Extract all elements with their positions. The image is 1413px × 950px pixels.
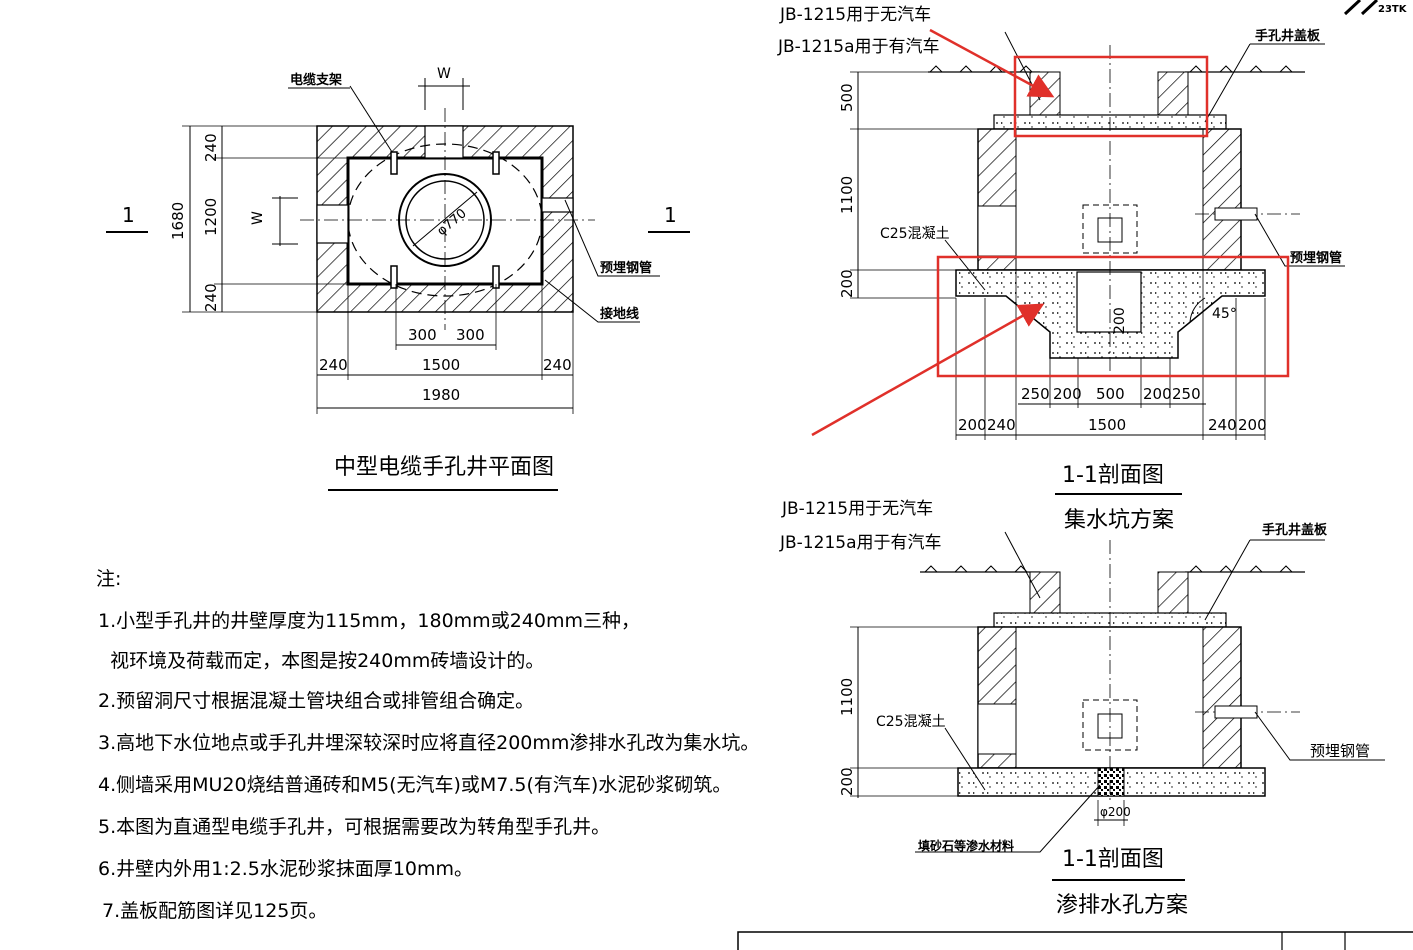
section-b-subtitle: 渗排水孔方案 [1056, 893, 1188, 918]
label-cable-bracket: 电缆支架 [290, 72, 342, 88]
note-item-1: 1.小型手孔井的井壁厚度为115mm，180mm或240mm三种， [98, 610, 640, 632]
dim-500-a: 500 [838, 83, 856, 112]
dim-240-left: 240 [319, 356, 348, 374]
label-steel-pipe: 预埋钢管 [600, 260, 652, 276]
section-a-view [811, 28, 1345, 495]
dim-200-l: 200 [958, 416, 987, 434]
dim-240-top: 240 [202, 133, 220, 162]
red-arrow-top [929, 28, 1055, 98]
plan-title: 中型电缆手孔井平面图 [334, 455, 554, 480]
dim-200-r: 200 [1238, 416, 1267, 434]
dim-1100-a: 1100 [838, 176, 856, 214]
dim-1500-a: 1500 [1088, 416, 1126, 434]
dim-240-bottom: 240 [202, 283, 220, 312]
angle-label: 45° [1212, 306, 1237, 322]
dim-1200: 1200 [202, 198, 220, 236]
note-item-2: 2.预留洞尺寸根据混凝土管块组合或排管组合确定。 [98, 690, 535, 712]
section-a-title: 1-1剖面图 [1062, 463, 1164, 488]
dim-1100-b: 1100 [838, 678, 856, 716]
label-fill: 填砂石等渗水材料 [918, 838, 1014, 853]
label-vehicle-a: JB-1215a用于有汽车 [777, 37, 940, 57]
dim-240-l: 240 [987, 416, 1016, 434]
dim-1980: 1980 [422, 386, 460, 404]
note-item-1b: 视环境及荷载而定，本图是按240mm砖墙设计的。 [98, 650, 545, 672]
dim-1500: 1500 [422, 356, 460, 374]
label-w-top: W [437, 66, 451, 82]
section-mark-left: 1 [122, 203, 135, 227]
dim-300-b: 300 [456, 326, 485, 344]
dim-phi200: φ200 [1100, 805, 1131, 819]
label-concrete-a: C25混凝土 [880, 226, 950, 242]
dim-300-a: 300 [408, 326, 437, 344]
label-vehicle-b: JB-1215a用于有汽车 [779, 533, 942, 553]
title-block-frame [737, 931, 1413, 950]
highlight-box-cover [1013, 55, 1209, 138]
label-cover-a: 手孔井盖板 [1255, 28, 1321, 44]
dim-200-a: 200 [838, 269, 856, 298]
highlight-box-base [936, 255, 1290, 378]
dim-1680: 1680 [169, 202, 187, 240]
section-a-texts: JB-1215用于无汽车 JB-1215a用于有汽车 手孔井盖板 C25混凝土 … [777, 5, 1342, 533]
dim-240-r: 240 [1208, 416, 1237, 434]
section-a-subtitle: 集水坑方案 [1064, 508, 1174, 533]
corner-logo: 23TK [1343, 0, 1408, 16]
dim-240-right: 240 [543, 356, 572, 374]
label-concrete-b: C25混凝土 [876, 714, 946, 730]
section-b-view [850, 531, 1385, 881]
section-b-title: 1-1剖面图 [1062, 847, 1164, 872]
label-no-vehicle-a: JB-1215用于无汽车 [779, 5, 931, 25]
bottom-dim-1: 200 [1053, 385, 1082, 403]
note-item-4: 4.侧墙采用MU20烧结普通砖和M5(无汽车)或M7.5(有汽车)水泥砂浆砌筑。 [98, 774, 732, 796]
section-b-texts: JB-1215用于无汽车 JB-1215a用于有汽车 手孔井盖板 C25混凝土 … [779, 499, 1370, 918]
note-item-6: 6.井壁内外用1:2.5水泥砂浆抹面厚10mm。 [98, 858, 474, 880]
bottom-dim-3: 200 [1143, 385, 1172, 403]
bottom-dim-0: 250 [1021, 385, 1050, 403]
note-item-7: 7.盖板配筋图详见125页。 [102, 900, 328, 922]
label-pipe-b: 预埋钢管 [1310, 742, 1370, 760]
label-pipe-a: 预埋钢管 [1290, 250, 1342, 266]
plan-view [106, 78, 690, 491]
label-ground-wire: 接地线 [600, 306, 639, 322]
notes-heading: 注: [96, 568, 122, 590]
bottom-dim-2: 500 [1096, 385, 1125, 403]
label-no-vehicle-b: JB-1215用于无汽车 [781, 499, 933, 519]
label-w-left: W [250, 211, 266, 225]
bottom-dim-4: 250 [1172, 385, 1201, 403]
corner-logo-text: 23TK [1378, 4, 1408, 15]
note-item-5: 5.本图为直通型电缆手孔井，可根据需要改为转角型手孔井。 [98, 816, 611, 838]
red-arrow-bottom [811, 303, 1045, 437]
plan-texts: 电缆支架 W W 1 1 φ770 预埋钢管 接地线 1680 240 1200… [122, 66, 677, 480]
label-cover-b: 手孔井盖板 [1262, 522, 1328, 538]
dim-200-pit: 200 [1112, 307, 1128, 334]
section-mark-right: 1 [664, 203, 677, 227]
note-item-3: 3.高地下水位地点或手孔井埋深较深时应将直径200mm渗排水孔改为集水坑。 [98, 732, 760, 754]
dim-200-b: 200 [838, 767, 856, 796]
